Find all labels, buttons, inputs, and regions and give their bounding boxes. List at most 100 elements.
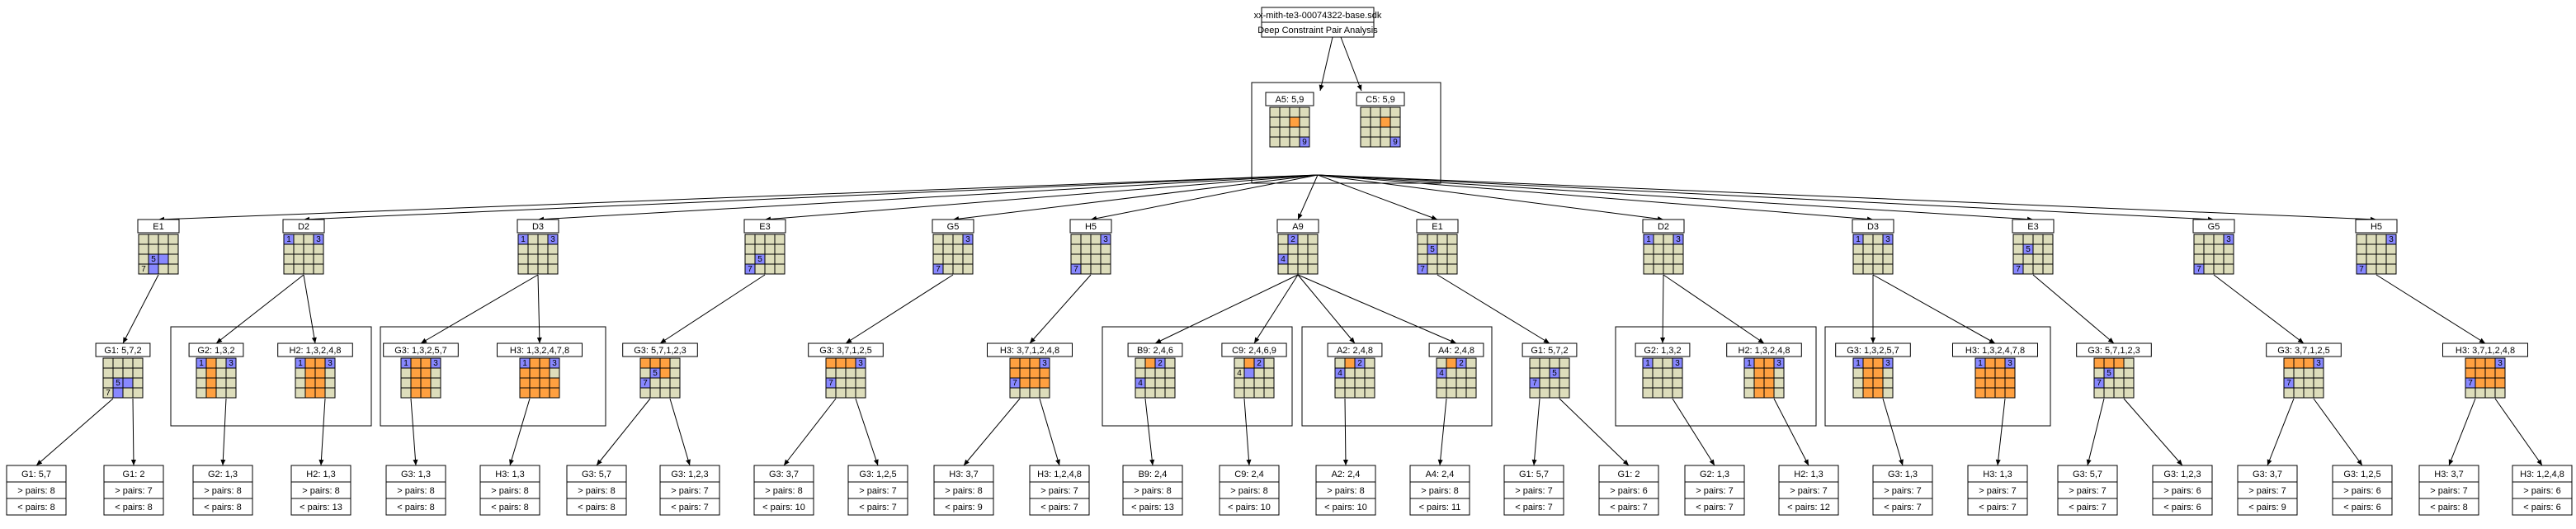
grid-cell [2366,263,2377,275]
grid-cell [112,387,124,399]
arrowhead [660,338,667,343]
grid-cell [1653,253,1664,265]
grid-cell [1642,377,1654,389]
root-title: xx-mith-te3-00074322-base.sdk [1254,11,1382,21]
tree-edge [410,398,417,466]
grid-cell [1263,377,1275,389]
grid-cell [215,357,227,369]
level2-node-label: G3: 1,3,2,5,7 [1847,346,1899,356]
grid-digit: 7 [141,265,146,274]
grid-cell [1662,367,1673,379]
leaf-node: G3: 5,7> pairs: 8< pairs: 8 [566,465,627,516]
grid-cell [835,357,847,369]
grid-cell [519,377,531,389]
arrowhead [2479,338,2485,343]
grid-cell [1549,377,1560,389]
tree-edge [509,398,531,466]
grid-cell [1039,387,1050,399]
tree-edge [1663,274,1765,344]
leaf-lt-pairs: < pairs: 8 [204,503,242,512]
grid-cell [1297,253,1309,265]
grid-cell [527,253,539,265]
grid-cell [1753,367,1765,379]
grid-cell [1354,377,1366,389]
grid-cell [1019,357,1031,369]
grid-cell [1307,243,1319,255]
candidate-grid: 37 [1009,357,1050,399]
grid-cell [400,367,412,379]
grid-cell [1360,116,1371,128]
grid-cell [293,263,304,275]
leaf-lt-pairs: < pairs: 8 [2430,503,2468,512]
tree-edge [132,398,134,466]
grid-cell [1862,367,1874,379]
grid-cell [2484,367,2496,379]
grid-cell [122,367,134,379]
grid-cell [2465,387,2476,399]
leaf-node: H3: 1,3> pairs: 7< pairs: 7 [1967,465,2028,516]
grid-cell [1243,357,1255,369]
leaf-node: G3: 5,7> pairs: 7< pairs: 7 [2057,465,2118,516]
grid-digit: 5 [757,255,762,264]
grid-cell [1344,377,1356,389]
grid-cell [1370,106,1381,118]
leaf-node: G2: 1,3> pairs: 8< pairs: 8 [192,465,253,516]
leaf-gt-pairs: > pairs: 7 [2248,486,2286,496]
arrowhead [846,338,852,343]
grid-cell [1370,136,1381,148]
grid-cell [1344,357,1356,369]
grid-cell [1243,367,1255,379]
leaf-label: H2: 1,3 [1794,470,1823,479]
grid-cell [942,234,954,245]
grid-cell [2356,243,2367,255]
grid-cell [1279,126,1290,138]
grid-cell [764,243,776,255]
leaf-node: G3: 1,3> pairs: 7< pairs: 7 [1872,465,1933,516]
tree-edge [2032,274,2115,344]
grid-cell [158,253,169,265]
leaf-lt-pairs: < pairs: 10 [1324,503,1367,512]
leaf-node: A2: 2,4> pairs: 8< pairs: 10 [1315,465,1376,516]
level1-node-label: E3 [759,222,770,232]
candidate-grid: 37 [932,234,974,275]
grid-cell [1994,357,2006,369]
grid-digit: 1 [1856,359,1861,368]
tree-edge [659,274,766,344]
grid-cell [932,253,944,265]
grid-cell [1380,136,1391,148]
grid-digit: 7 [1532,379,1537,388]
grid-cell [2494,387,2506,399]
grid-digit: 1 [521,235,526,244]
leaf-lt-pairs: < pairs: 13 [300,503,342,512]
grid-cell [283,243,295,255]
leaf-node: G1: 5,7> pairs: 7< pairs: 7 [1503,465,1564,516]
leaf-node: G3: 3,7> pairs: 8< pairs: 10 [753,465,814,516]
grid-cell [2484,377,2496,389]
grid-digit: 4 [1338,369,1342,378]
tree-edge [2375,274,2486,344]
grid-cell [2203,243,2215,255]
candidate-grid: 37 [825,357,866,399]
tree-edge [320,398,326,466]
grid-digit: 3 [229,359,234,368]
arrowhead [413,459,418,465]
grid-cell [410,357,422,369]
leaf-lt-pairs: < pairs: 7 [1610,503,1648,512]
arrowhead [1356,84,1362,91]
grid-cell [549,377,560,389]
tree-edge [1672,398,1715,466]
grid-cell [1743,387,1755,399]
tree-edge [783,398,837,466]
grid-cell [2032,234,2044,245]
grid-cell [1009,387,1021,399]
grid-cell [1437,263,1448,275]
tree-edge [2267,398,2295,466]
leaf-lt-pairs: < pairs: 7 [1696,503,1734,512]
grid-cell [1763,377,1775,389]
arrowhead [2448,459,2454,465]
grid-cell [1360,136,1371,148]
grid-cell [102,367,114,379]
